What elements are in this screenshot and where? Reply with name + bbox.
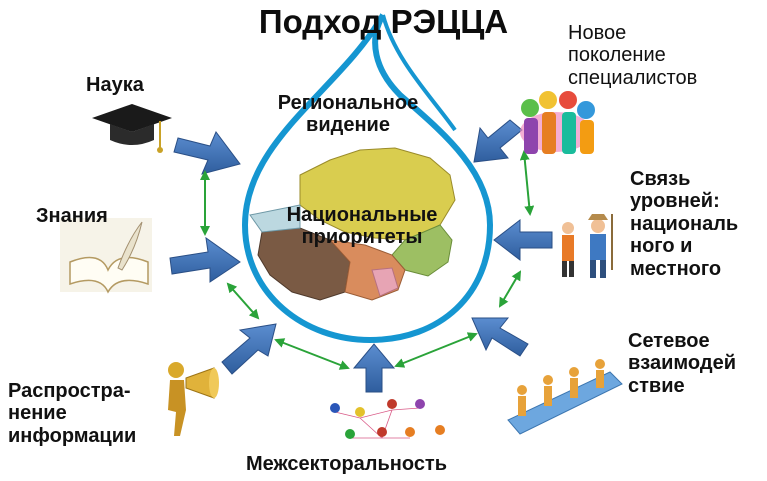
science-label: Наука — [86, 74, 144, 96]
arrow-from-networking — [471, 317, 529, 357]
arrow-from-intersectoral — [352, 343, 396, 393]
connector-intersectoral-networking — [394, 332, 478, 368]
arrow-from-dissemination — [221, 323, 277, 375]
map-region-pink — [371, 267, 399, 297]
regional-vision-label: Региональное видение — [277, 92, 419, 137]
new-generation-label: Новое поколение специалистов — [568, 22, 698, 89]
connector-levels-new-generation — [519, 150, 535, 216]
book-quill-icon — [60, 218, 152, 294]
blue-arrows — [169, 119, 553, 393]
connector-dissemination-intersectoral — [274, 338, 350, 370]
arrow-from-levels — [493, 218, 553, 262]
water-drop-inner — [381, 14, 457, 132]
team-circle-icon — [520, 91, 595, 154]
green-connectors — [200, 150, 535, 370]
connector-knowledge-dissemination — [226, 282, 260, 320]
map-region-southwest — [257, 227, 351, 301]
levels-label: Связь уровней: националь ного и местного — [630, 168, 739, 280]
networking-label: Сетевое взаимодей ствие — [628, 330, 736, 397]
intersectoral-label: Межсекторальность — [246, 453, 448, 475]
central-asia-map — [249, 147, 456, 301]
diagram-title: Подход РЭЦЦА — [258, 3, 509, 40]
connector-networking-levels — [498, 270, 522, 308]
megaphone-figure-icon — [168, 362, 219, 436]
arrow-from-knowledge — [169, 236, 241, 283]
dissemination-label: Распростра- нение информации — [8, 380, 137, 447]
professional-farmer-icon — [562, 214, 613, 278]
knowledge-label: Знания — [36, 205, 108, 227]
arrow-from-science — [173, 131, 241, 175]
graduation-cap-icon — [92, 104, 172, 153]
map-region-west — [249, 204, 301, 233]
puzzle-people-icon — [507, 359, 623, 435]
national-priorities-label: Национальные приоритеты — [286, 204, 438, 249]
arrow-from-new-generation — [473, 119, 523, 163]
people-network-icon — [330, 399, 445, 439]
map-region-north — [299, 147, 456, 241]
